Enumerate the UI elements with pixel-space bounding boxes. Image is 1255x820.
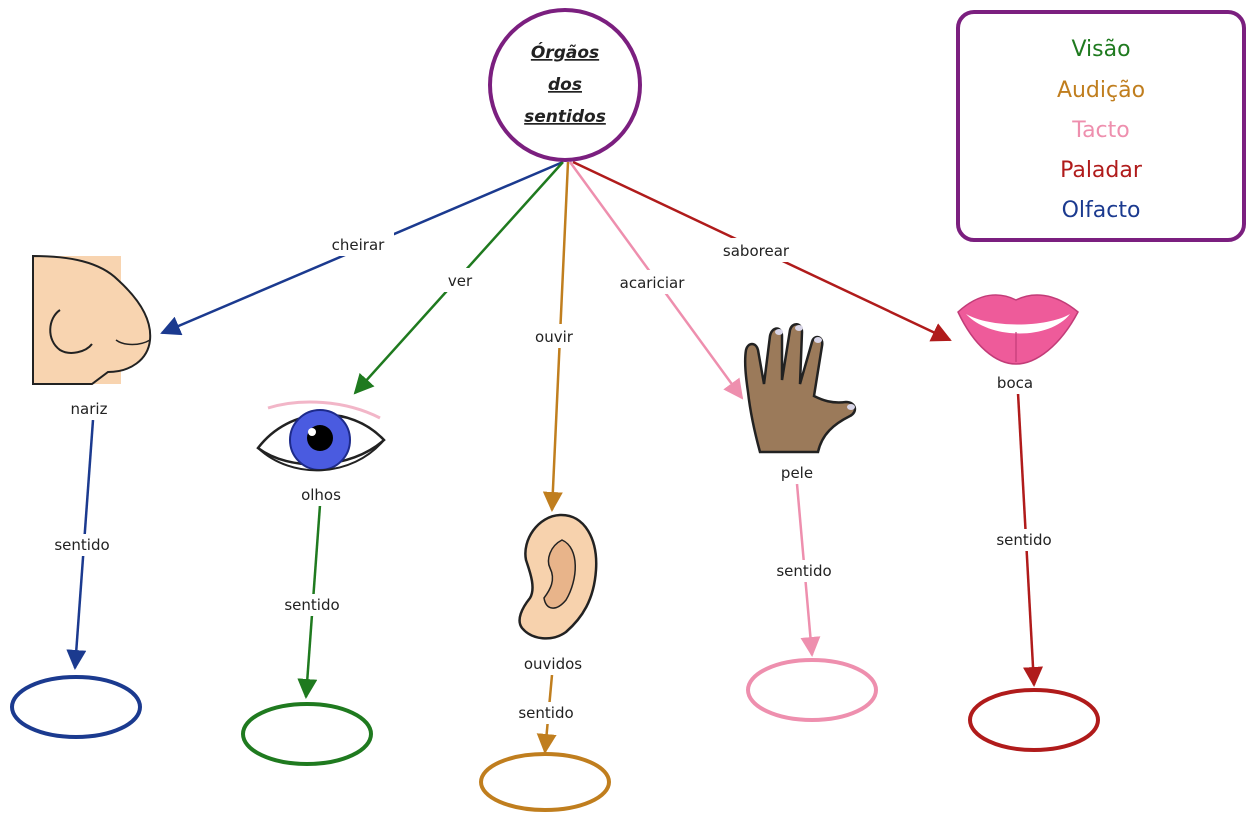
sentido-label-boca: sentido: [996, 531, 1051, 549]
empty-concept-olfacto[interactable]: [10, 675, 142, 739]
empty-concept-paladar[interactable]: [968, 688, 1100, 752]
central-node-line-2: dos: [548, 75, 582, 95]
central-node-line-1: Órgãos: [531, 41, 599, 63]
legend: Visão Audição Tacto Paladar Olfacto: [956, 10, 1246, 242]
hand-icon: [743, 323, 857, 454]
sentido-label-pele: sentido: [776, 562, 831, 580]
mouth-icon: [957, 294, 1079, 365]
verb-label-acariciar: acariciar: [620, 274, 686, 292]
empty-concept-tacto[interactable]: [746, 658, 878, 722]
empty-concepts: [10, 658, 1100, 812]
organ-label-olhos: olhos: [301, 486, 341, 504]
ear-icon: [518, 513, 598, 640]
sentido-label-olhos: sentido: [284, 596, 339, 614]
central-node[interactable]: Órgãos dos sentidos: [488, 8, 642, 162]
organ-labels: nariz olhos ouvidos pele boca: [58, 372, 1040, 675]
verb-label-saborear: saborear: [723, 242, 790, 260]
organ-label-pele: pele: [781, 464, 813, 482]
eye-icon: [256, 400, 386, 472]
central-node-line-3: sentidos: [524, 107, 606, 127]
legend-item-tacto: Tacto: [1071, 118, 1129, 143]
organ-label-boca: boca: [997, 374, 1033, 392]
legend-item-olfacto: Olfacto: [1062, 198, 1141, 223]
empty-concept-visao[interactable]: [241, 702, 373, 766]
empty-concept-audicao[interactable]: [479, 752, 611, 812]
verb-label-cheirar: cheirar: [332, 236, 386, 254]
sentido-label-ouvidos: sentido: [518, 704, 573, 722]
verb-label-ouvir: ouvir: [535, 328, 574, 346]
organ-label-ouvidos: ouvidos: [524, 655, 582, 673]
verb-labels: cheirar ver ouvir acariciar saborear: [322, 232, 802, 348]
legend-item-audicao: Audição: [1057, 78, 1145, 103]
legend-item-paladar: Paladar: [1060, 158, 1143, 183]
verb-label-ver: ver: [448, 272, 473, 290]
legend-box: [956, 10, 1246, 242]
organ-label-nariz: nariz: [71, 400, 108, 418]
legend-item-visao: Visão: [1071, 37, 1130, 62]
nose-icon: [32, 254, 152, 385]
sentido-labels: sentido sentido sentido sentido sentido: [44, 529, 1062, 724]
sentido-label-nariz: sentido: [54, 536, 109, 554]
